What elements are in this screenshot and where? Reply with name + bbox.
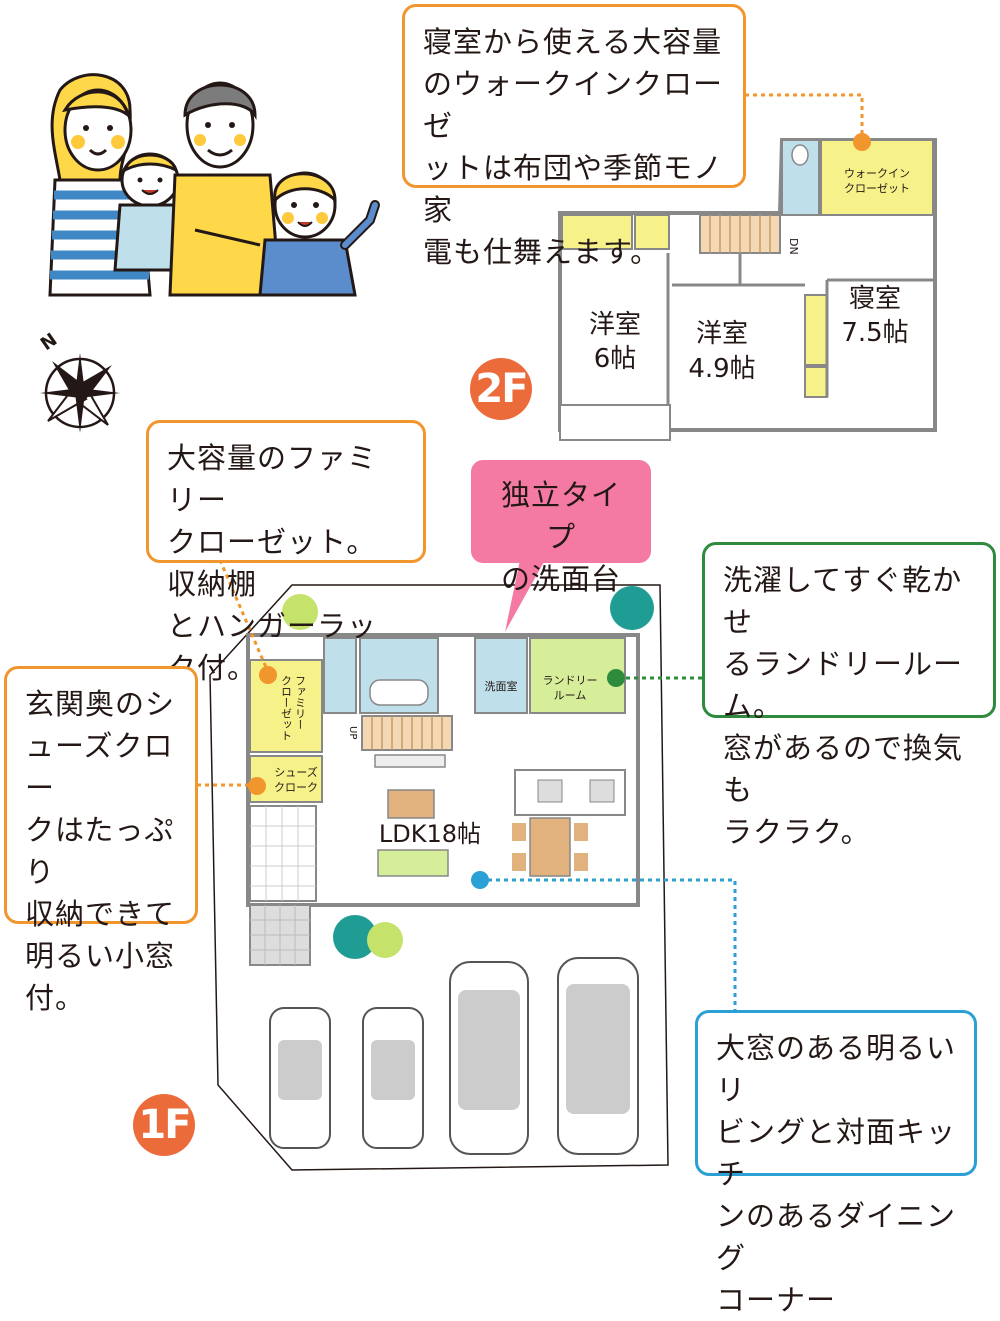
stairs-2f: DN	[699, 214, 800, 255]
tree-icon	[282, 594, 318, 630]
car-icon	[362, 1007, 424, 1149]
closet-2f-left	[561, 214, 633, 250]
boy-figure	[258, 171, 380, 297]
callout-family-closet: 大容量のファミリー クローゼット。収納棚 とハンガーラック付。	[146, 420, 426, 685]
floor-badge-1f: 1F	[133, 1094, 195, 1156]
room-2f-youshitsu6-size: 6帖	[594, 344, 637, 374]
compass-icon: N	[37, 329, 120, 433]
tree-icon	[333, 915, 377, 959]
callout-washstand: 独立タイプ の洗面台	[471, 460, 651, 596]
floor-badge-2f: 2F	[470, 358, 532, 420]
car-icon	[449, 961, 529, 1155]
stairs-1f-label: UP	[347, 726, 358, 739]
callout-connectors	[197, 93, 871, 1012]
washroom-label: 洗面室	[485, 679, 518, 693]
callout-walkin-closet: 寝室から使える大容量 のウォークインクローゼ ットは布団や季節モノ家 電も仕舞え…	[402, 4, 746, 269]
room-2f-shinshitsu-size: 7.5帖	[841, 318, 908, 348]
shoes-label-1: シューズ	[274, 765, 317, 779]
father-figure	[168, 81, 282, 297]
floorplan-2f: DN ウォークイン クローゼット 洋室 6帖 洋室 4.9帖 寝室 7.5帖	[558, 138, 937, 441]
stairs-2f-label: DN	[787, 238, 800, 255]
room-2f-youshitsu6-name: 洋室	[589, 310, 641, 340]
tree-icon	[367, 922, 403, 958]
room-2f-youshitsu49-name: 洋室	[696, 319, 748, 349]
walkin-label-2: クローゼット	[844, 182, 910, 195]
floorplan-1f: ファミリー クローゼット シューズ クローク UP 洗面室 ランドリー ルーム …	[209, 584, 669, 1171]
room-2f-youshitsu49-size: 4.9帖	[688, 354, 755, 384]
car-icon	[557, 957, 639, 1155]
walkin-label-1: ウォークイン	[844, 167, 910, 180]
laundry-label-2: ルーム	[554, 689, 587, 702]
room-2f-shinshitsu-name: 寝室	[849, 284, 901, 314]
callout-shoes-cloak: 玄関奥のシ ューズクロー クはたっぷり 収納できて 明るい小窓 付。	[4, 666, 198, 1015]
ldk-label: LDK18帖	[379, 820, 481, 848]
family-illustration	[48, 73, 380, 297]
dining-table	[529, 817, 571, 877]
car-icon	[269, 1007, 331, 1149]
laundry-label-1: ランドリー	[543, 674, 598, 687]
family-closet-label-2: クローゼット	[280, 675, 293, 741]
callout-living: 大窓のある明るいリ ビングと対面キッチ ンのあるダイニング コーナー	[695, 1010, 977, 1317]
family-closet-label-1: ファミリー	[294, 675, 307, 730]
stairs-1f: UP	[347, 715, 453, 751]
tree-icon	[610, 586, 654, 630]
washroom-1f	[474, 637, 528, 714]
callout-laundry-room: 洗濯してすぐ乾かせ るランドリールーム。 窓があるので換気も ラクラク。	[702, 542, 996, 849]
shoes-label-2: クローク	[274, 781, 318, 794]
walkin-closet-2f	[820, 139, 934, 216]
